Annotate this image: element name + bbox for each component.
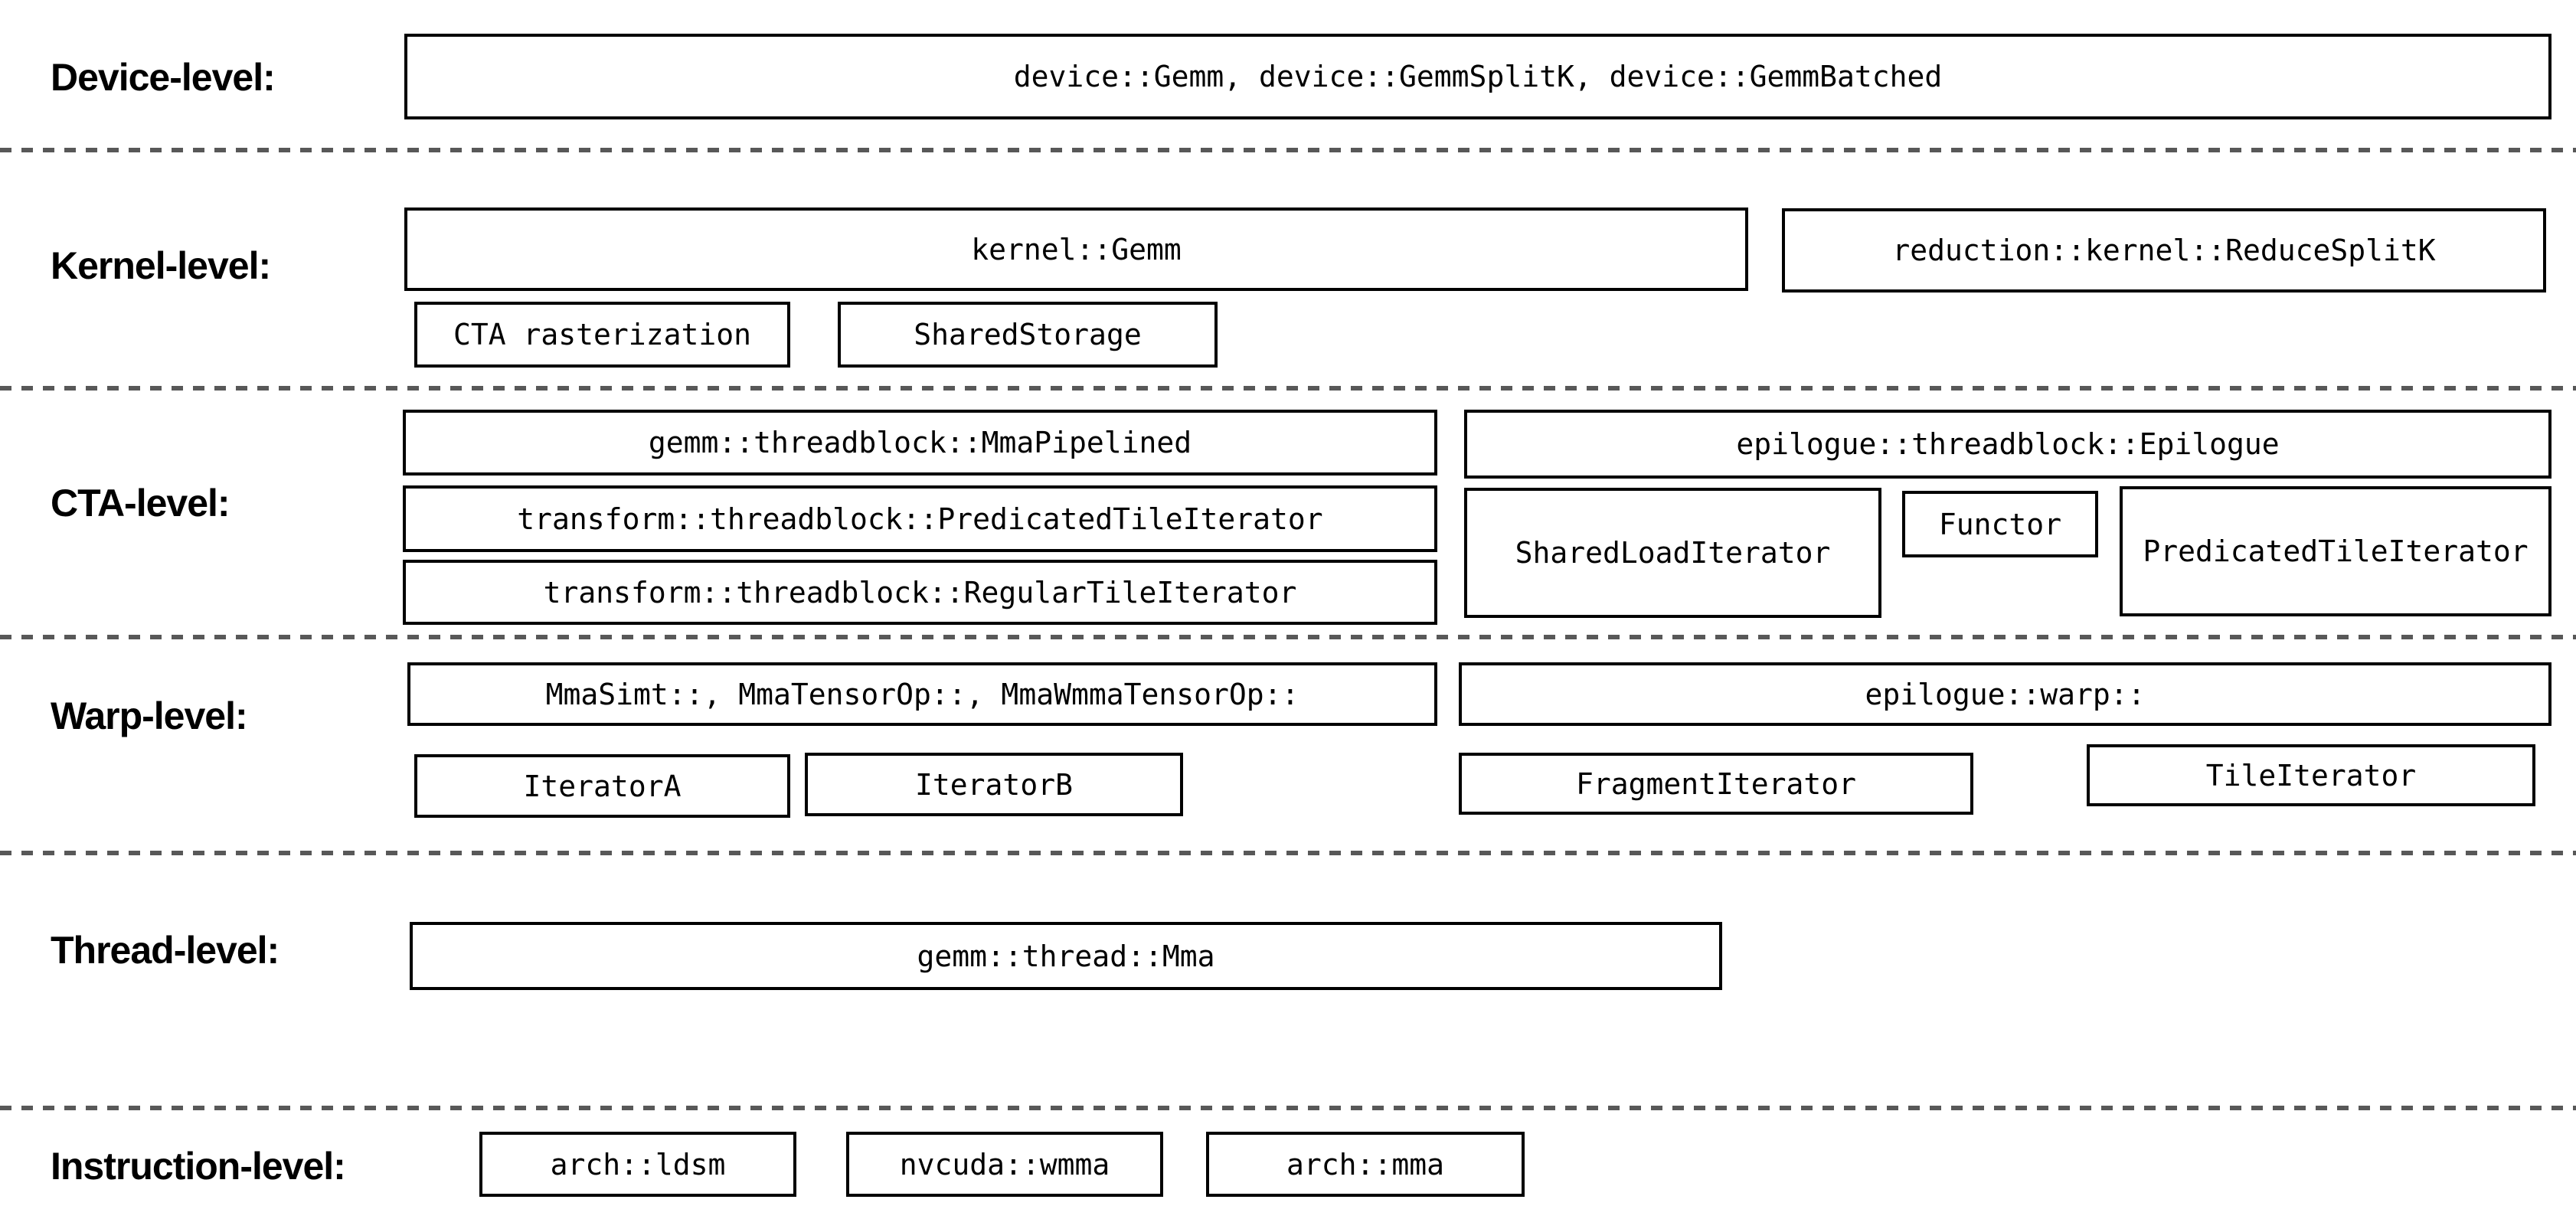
kernel-level-label: Kernel-level: [51,244,271,287]
epilogue-predicated-tile-iterator-box: PredicatedTileIterator [2120,486,2551,616]
transform-threadblock-regular-tile-iterator-box: transform::threadblock::RegularTileItera… [403,560,1437,625]
iterator-b-box: IteratorB [805,753,1183,816]
instruction-level-label: Instruction-level: [51,1145,346,1188]
fragment-iterator-box: FragmentIterator [1459,753,1973,815]
shared-storage-box: SharedStorage [838,302,1218,368]
warp-level-label: Warp-level: [51,694,248,737]
functor-box: Functor [1902,491,2098,557]
gemm-threadblock-mma-pipelined-box: gemm::threadblock::MmaPipelined [403,410,1437,476]
thread-level-label: Thread-level: [51,929,280,972]
arch-mma-box: arch::mma [1206,1132,1525,1197]
warp-mma-variants-box: MmaSimt::, MmaTensorOp::, MmaWmmaTensorO… [407,662,1437,726]
device-level-label: Device-level: [51,56,276,99]
epilogue-threadblock-epilogue-box: epilogue::threadblock::Epilogue [1464,410,2551,479]
gemm-thread-mma-box: gemm::thread::Mma [410,922,1722,990]
shared-load-iterator-box: SharedLoadIterator [1464,488,1881,618]
row-separator [0,148,2576,152]
iterator-a-box: IteratorA [414,754,790,818]
device-gemm-box: device::Gemm, device::GemmSplitK, device… [404,34,2551,119]
arch-ldsm-box: arch::ldsm [479,1132,796,1197]
cta-rasterization-box: CTA rasterization [414,302,790,368]
nvcuda-wmma-box: nvcuda::wmma [846,1132,1163,1197]
row-separator [0,386,2576,391]
tile-iterator-box: TileIterator [2087,744,2535,806]
transform-threadblock-predicated-tile-iterator-box: transform::threadblock::PredicatedTileIt… [403,485,1437,552]
kernel-gemm-box: kernel::Gemm [404,208,1748,291]
row-separator [0,635,2576,639]
cta-level-label: CTA-level: [51,482,230,525]
row-separator [0,1106,2576,1110]
reduction-kernel-reduce-splitk-box: reduction::kernel::ReduceSplitK [1782,208,2546,292]
row-separator [0,851,2576,855]
epilogue-warp-box: epilogue::warp:: [1459,662,2551,726]
